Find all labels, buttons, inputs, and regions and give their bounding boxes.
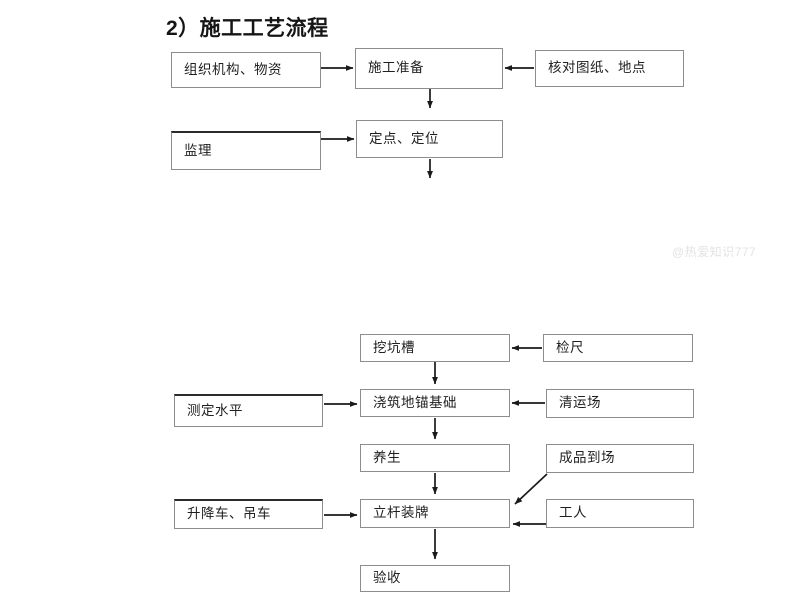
node-label: 核对图纸、地点 [548,60,646,76]
page-title: 2）施工工艺流程 [166,17,329,40]
node-label: 挖坑槽 [373,339,415,355]
node-label: 定点、定位 [369,130,439,146]
node-clear-site[interactable]: 清运场 [546,389,694,418]
node-label: 组织机构、物资 [184,61,282,77]
node-label: 工人 [559,505,587,521]
node-label: 清运场 [559,395,601,411]
node-workers[interactable]: 工人 [546,499,694,528]
node-label: 升降车、吊车 [187,506,271,522]
node-setting-out-positioning[interactable]: 定点、定位 [356,120,503,158]
node-erect-pole-install-sign[interactable]: 立杆装牌 [360,499,510,528]
node-label: 施工准备 [368,60,424,76]
node-measure-level[interactable]: 测定水平 [174,394,323,427]
node-check-drawings-location[interactable]: 核对图纸、地点 [535,50,684,87]
node-label: 成品到场 [559,450,615,466]
watermark-text: @热爱知识777 [672,245,757,259]
node-label: 立杆装牌 [373,505,429,521]
node-organization-materials[interactable]: 组织机构、物资 [171,52,321,88]
node-pour-ground-anchor-foundation[interactable]: 浇筑地锚基础 [360,389,510,417]
node-finished-product-arrival[interactable]: 成品到场 [546,444,694,473]
node-measuring-ruler[interactable]: 检尺 [543,334,693,362]
node-dig-pit-trench[interactable]: 挖坑槽 [360,334,510,362]
node-label: 浇筑地锚基础 [373,394,457,410]
node-label: 监理 [184,142,212,158]
node-acceptance[interactable]: 验收 [360,565,510,592]
node-label: 检尺 [556,339,584,355]
edge-product-to-install [514,473,548,505]
node-label: 验收 [373,570,401,586]
node-lift-truck-crane[interactable]: 升降车、吊车 [174,499,323,529]
node-label: 测定水平 [187,402,243,418]
node-construction-preparation[interactable]: 施工准备 [355,48,503,89]
node-label: 养生 [373,449,401,465]
node-curing[interactable]: 养生 [360,444,510,472]
node-supervision[interactable]: 监理 [171,131,321,170]
